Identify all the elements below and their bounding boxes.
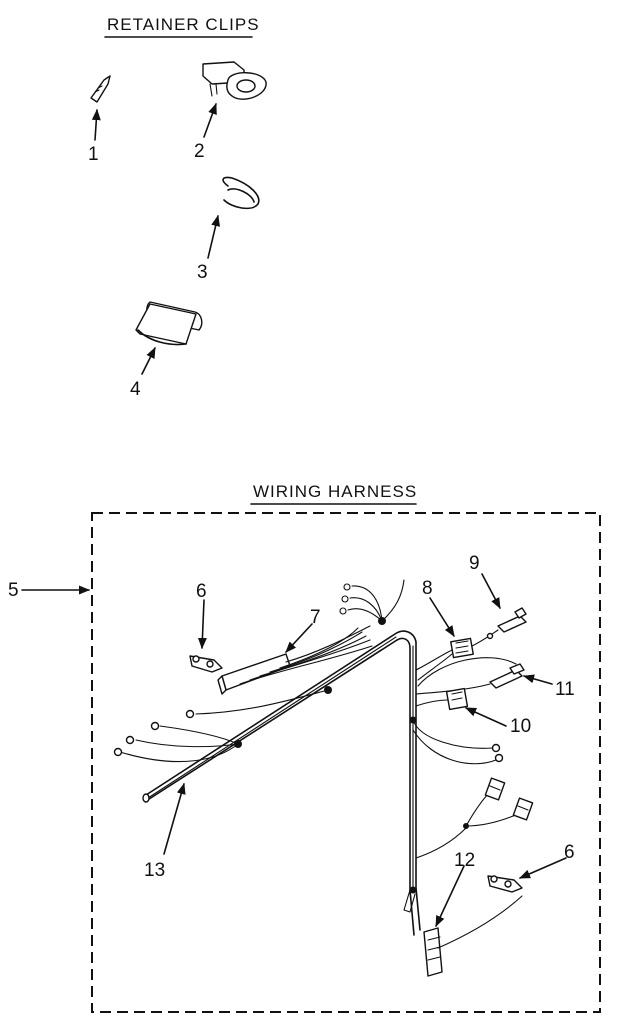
part-2-label: 2 [194,141,205,162]
part-1-arrow [91,108,101,141]
part-4-sleeve [135,301,203,346]
part-1-clip [90,75,111,103]
retainer-clips-title: RETAINER CLIPS [107,15,260,34]
part-7-connector-block [217,625,373,695]
part-11-label: 11 [555,679,575,700]
part-9-terminal [471,607,527,647]
part-7-label: 7 [310,607,321,628]
harness-wires-left [113,689,329,763]
part-6-terminal-upper [189,655,223,673]
part-13-label: 13 [144,860,165,881]
harness-plug-lower [512,797,534,821]
part-12-arrow [435,865,465,928]
harness-tie-points [234,617,417,894]
part-2-arrow [203,102,217,138]
harness-wires-top [339,579,405,622]
part-12-end-connector [423,895,523,977]
harness-wires-right [412,719,519,859]
part-9-arrow [481,573,501,609]
part-8-label: 8 [422,578,433,599]
part-2-cable-clamp [202,61,267,100]
part-7-arrow [285,623,313,653]
part-12-label: 12 [454,850,475,871]
part-4-arrow [141,346,156,375]
part-6-label-lower: 6 [564,842,575,863]
part-3-label: 3 [197,262,208,283]
wiring-harness-title: WIRING HARNESS [253,482,417,501]
part-11-arrow [522,674,553,685]
part-10-connector [415,687,469,711]
part-10-label: 10 [510,716,531,737]
part-6-arrow-upper [197,599,207,650]
part-8-arrow [429,597,455,637]
part-6-arrow-lower [518,857,567,879]
part-6-label-upper: 6 [196,581,207,602]
part-8-connector [415,637,474,681]
harness-trunk [142,630,421,936]
part-6-terminal-lower [487,875,523,893]
harness-plug-upper [484,777,506,801]
harness-frame [91,512,601,1013]
part-5-label: 5 [8,580,19,601]
part-3-arrow [207,214,221,259]
part-13-arrow [163,782,186,855]
part-10-arrow [464,707,507,727]
part-1-label: 1 [88,144,99,165]
part-11-terminals [415,657,525,695]
part-4-label: 4 [130,379,141,400]
part-9-label: 9 [469,553,480,574]
part-3-hook-clip [222,176,260,210]
